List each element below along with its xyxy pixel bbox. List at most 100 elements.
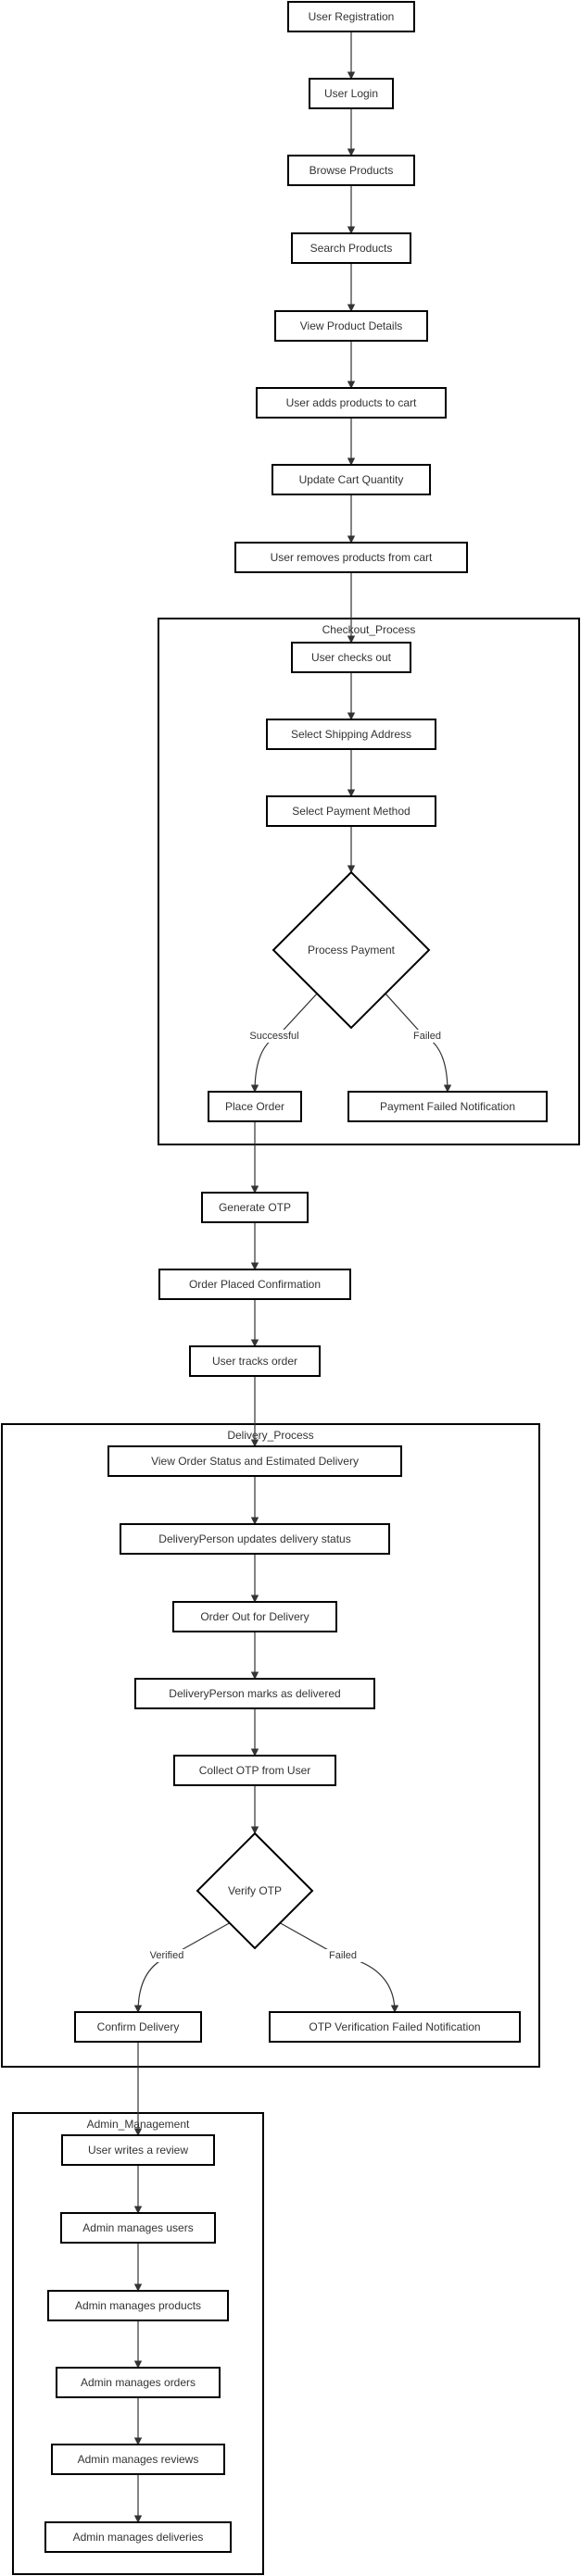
node-label: User writes a review bbox=[88, 2144, 188, 2157]
process-box bbox=[47, 2290, 229, 2321]
process-box bbox=[309, 78, 394, 109]
process-box bbox=[172, 1601, 337, 1632]
node-label: DeliveryPerson marks as delivered bbox=[169, 1687, 340, 1700]
node-view-product-details: View Product Details bbox=[274, 310, 428, 342]
process-box bbox=[266, 719, 436, 750]
node-label: Admin manages products bbox=[75, 2299, 201, 2312]
node-label: View Order Status and Estimated Delivery bbox=[151, 1455, 359, 1468]
cluster-checkout-process: Checkout_Process bbox=[158, 618, 580, 1145]
node-admin-manages-orders: Admin manages orders bbox=[56, 2367, 221, 2398]
edge-label-bg bbox=[322, 1949, 364, 1962]
cluster-label: Delivery_Process bbox=[227, 1429, 313, 1442]
node-select-shipping-address: Select Shipping Address bbox=[266, 719, 436, 750]
node-user-writes-a-review: User writes a review bbox=[61, 2134, 215, 2166]
node-select-payment-method: Select Payment Method bbox=[266, 795, 436, 827]
process-box bbox=[266, 795, 436, 827]
node-user-login: User Login bbox=[309, 78, 394, 109]
node-label: Process Payment bbox=[308, 944, 396, 957]
node-search-products: Search Products bbox=[291, 232, 411, 264]
node-label: Collect OTP from User bbox=[199, 1764, 310, 1777]
node-place-order: Place Order bbox=[208, 1091, 302, 1122]
node-label: Payment Failed Notification bbox=[380, 1100, 515, 1113]
node-label: DeliveryPerson updates delivery status bbox=[158, 1532, 350, 1545]
node-deliveryperson-updates-delivery-status: DeliveryPerson updates delivery status bbox=[120, 1523, 390, 1555]
cluster-label: Checkout_Process bbox=[322, 623, 416, 636]
node-order-placed-confirmation: Order Placed Confirmation bbox=[158, 1269, 351, 1300]
node-deliveryperson-marks-as-delivered: DeliveryPerson marks as delivered bbox=[134, 1678, 375, 1709]
process-box bbox=[291, 232, 411, 264]
process-box bbox=[287, 155, 415, 186]
node-order-out-for-delivery: Order Out for Delivery bbox=[172, 1601, 337, 1632]
node-label: Admin manages deliveries bbox=[73, 2531, 204, 2544]
node-label: View Product Details bbox=[300, 319, 403, 332]
node-label: User Login bbox=[324, 87, 378, 100]
node-admin-manages-products: Admin manages products bbox=[47, 2290, 229, 2321]
node-label: Browse Products bbox=[309, 164, 394, 177]
node-admin-manages-deliveries: Admin manages deliveries bbox=[44, 2521, 232, 2553]
node-user-checks-out: User checks out bbox=[291, 642, 411, 673]
node-view-order-status-and-estimated-delivery: View Order Status and Estimated Delivery bbox=[107, 1445, 402, 1477]
edge-label: Successful bbox=[249, 1031, 298, 1042]
cluster-border bbox=[158, 618, 580, 1145]
process-box bbox=[274, 310, 428, 342]
process-box bbox=[60, 2212, 216, 2244]
node-label: Generate OTP bbox=[219, 1201, 291, 1214]
node-label: Order Placed Confirmation bbox=[189, 1278, 321, 1291]
edge-label: Failed bbox=[413, 1031, 441, 1042]
edge-label: Failed bbox=[329, 1950, 357, 1961]
node-user-adds-products-to-cart: User adds products to cart bbox=[256, 387, 447, 419]
process-box bbox=[134, 1678, 375, 1709]
node-user-removes-products-from-cart: User removes products from cart bbox=[234, 542, 468, 573]
node-user-registration: User Registration bbox=[287, 1, 415, 32]
node-admin-manages-reviews: Admin manages reviews bbox=[51, 2444, 225, 2475]
node-label: Search Products bbox=[310, 242, 393, 255]
node-process-payment: Process Payment bbox=[272, 870, 431, 1030]
node-confirm-delivery: Confirm Delivery bbox=[74, 2011, 202, 2043]
process-box bbox=[269, 2011, 521, 2043]
process-box bbox=[56, 2367, 221, 2398]
node-update-cart-quantity: Update Cart Quantity bbox=[272, 464, 431, 495]
node-label: User Registration bbox=[309, 10, 395, 23]
node-label: Confirm Delivery bbox=[97, 2020, 180, 2033]
node-user-tracks-order: User tracks order bbox=[189, 1345, 321, 1377]
node-admin-manages-users: Admin manages users bbox=[60, 2212, 216, 2244]
edge-label: Verified bbox=[150, 1950, 184, 1961]
decision-diamond bbox=[196, 1832, 314, 1950]
node-label: Admin manages reviews bbox=[78, 2453, 199, 2466]
process-box bbox=[208, 1091, 302, 1122]
edge-label-bg bbox=[140, 1949, 194, 1962]
process-box bbox=[272, 464, 431, 495]
process-box bbox=[291, 642, 411, 673]
decision-diamond bbox=[272, 870, 431, 1030]
node-generate-otp: Generate OTP bbox=[201, 1192, 309, 1223]
node-label: Select Payment Method bbox=[292, 805, 410, 818]
process-box bbox=[107, 1445, 402, 1477]
cluster-layer: Checkout_ProcessDelivery_ProcessAdmin_Ma… bbox=[1, 618, 580, 2575]
node-label: User tracks order bbox=[212, 1355, 297, 1368]
process-box bbox=[234, 542, 468, 573]
node-label: Select Shipping Address bbox=[291, 728, 411, 741]
process-box bbox=[256, 387, 447, 419]
process-box bbox=[120, 1523, 390, 1555]
node-label: OTP Verification Failed Notification bbox=[309, 2020, 480, 2033]
cluster-delivery-process: Delivery_Process bbox=[1, 1423, 540, 2068]
process-box bbox=[44, 2521, 232, 2553]
process-box bbox=[51, 2444, 225, 2475]
node-collect-otp-from-user: Collect OTP from User bbox=[173, 1755, 336, 1786]
process-box bbox=[74, 2011, 202, 2043]
node-label: User removes products from cart bbox=[271, 551, 433, 564]
process-box bbox=[189, 1345, 321, 1377]
node-verify-otp: Verify OTP bbox=[196, 1832, 314, 1950]
node-browse-products: Browse Products bbox=[287, 155, 415, 186]
node-otp-verification-failed-notification: OTP Verification Failed Notification bbox=[269, 2011, 521, 2043]
node-label: User checks out bbox=[311, 651, 392, 664]
edge-label-bg bbox=[406, 1030, 448, 1043]
node-label: Place Order bbox=[225, 1100, 284, 1113]
node-payment-failed-notification: Payment Failed Notification bbox=[347, 1091, 548, 1122]
edge-label-bg bbox=[242, 1030, 307, 1043]
node-label: Update Cart Quantity bbox=[299, 473, 404, 486]
cluster-border bbox=[1, 1423, 540, 2068]
process-box bbox=[347, 1091, 548, 1122]
